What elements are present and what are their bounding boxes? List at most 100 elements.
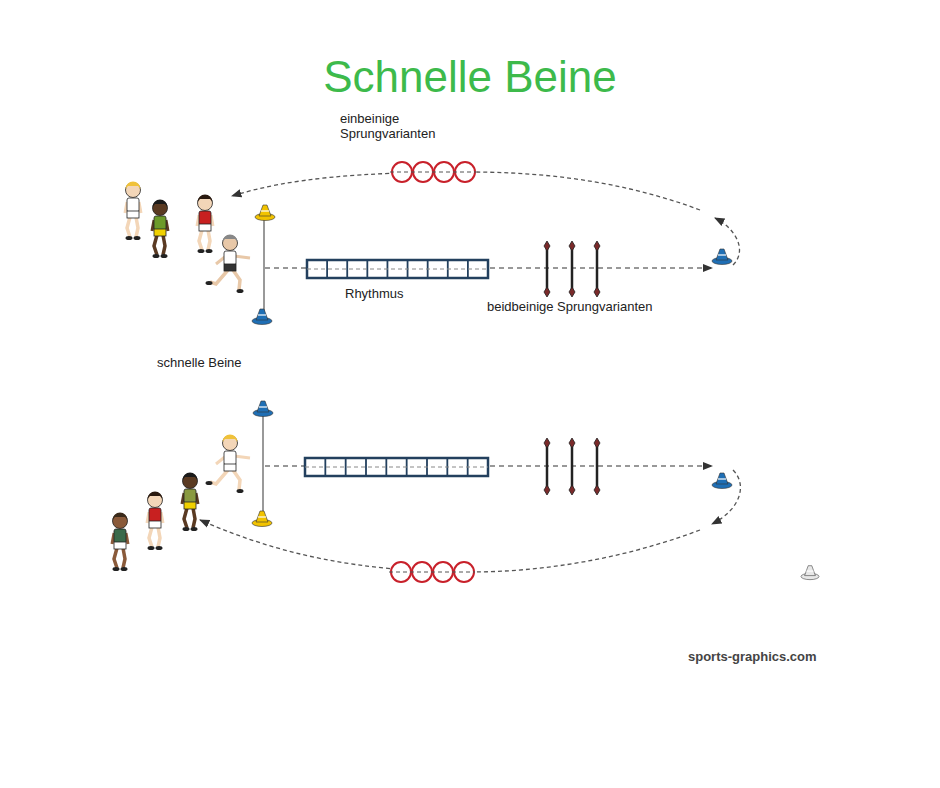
player-figure-part bbox=[123, 548, 125, 568]
player-figure-part bbox=[134, 236, 141, 240]
player-figure-part bbox=[224, 464, 236, 471]
mini-hurdle bbox=[544, 438, 550, 495]
player-figure-part bbox=[154, 216, 166, 230]
player-figure-part bbox=[158, 527, 160, 547]
ring-part bbox=[454, 562, 474, 582]
agility-ladder bbox=[307, 260, 488, 278]
ring-part bbox=[455, 162, 475, 182]
player-figure-part bbox=[199, 211, 211, 225]
player-figure-part bbox=[153, 201, 168, 216]
mini-hurdle-part bbox=[546, 246, 549, 292]
drill-name: schnelle Beine bbox=[157, 356, 242, 371]
player-figure-part bbox=[148, 546, 155, 550]
top-course-part bbox=[390, 172, 476, 173]
player-figure-part bbox=[237, 289, 244, 293]
player-figure-part bbox=[149, 527, 152, 547]
ring-part bbox=[392, 162, 412, 182]
cone bbox=[712, 249, 732, 265]
mini-hurdle-part bbox=[569, 241, 575, 251]
player-figure-part bbox=[127, 217, 130, 237]
player-figure-part bbox=[210, 270, 228, 284]
mini-hurdle-part bbox=[596, 443, 599, 490]
station-label: einbeinige Sprungvarianten bbox=[340, 112, 450, 142]
player-figure-part bbox=[184, 489, 196, 503]
mini-hurdle bbox=[594, 241, 600, 297]
player-figure-part bbox=[184, 502, 196, 509]
generated-equipment bbox=[112, 182, 819, 580]
player-figure-part bbox=[154, 229, 166, 236]
player-figure-part bbox=[148, 493, 163, 508]
cone-part bbox=[718, 478, 726, 479]
mini-hurdle-part bbox=[544, 485, 550, 495]
player-figure-part bbox=[114, 529, 126, 543]
player-figure bbox=[147, 492, 163, 551]
cone bbox=[255, 205, 275, 221]
player-figure-part bbox=[199, 230, 202, 250]
player-figure-part bbox=[127, 198, 139, 212]
player-figure bbox=[112, 513, 128, 572]
player-figure-part bbox=[113, 513, 128, 521]
player-figure-part bbox=[148, 492, 163, 500]
player-figure-part bbox=[153, 254, 160, 258]
player-figure-part bbox=[126, 236, 133, 240]
player-figure bbox=[182, 473, 198, 532]
cone-part bbox=[256, 511, 268, 522]
top-course-part bbox=[715, 218, 740, 265]
agility-ladder-part bbox=[305, 467, 488, 468]
player-figure-part bbox=[183, 474, 198, 489]
agility-ladder-part bbox=[307, 260, 488, 278]
mini-hurdle-part bbox=[571, 443, 574, 490]
mini-hurdle-part bbox=[569, 438, 575, 448]
agility-ladder-part bbox=[326, 260, 328, 278]
mini-hurdle-part bbox=[569, 287, 575, 297]
player-figure-part bbox=[163, 235, 165, 255]
player-figure-part bbox=[156, 546, 163, 550]
player-figure-part bbox=[153, 200, 168, 208]
player-figure-part bbox=[154, 235, 157, 255]
player-figure-part bbox=[126, 182, 141, 190]
agility-ladder bbox=[305, 458, 488, 476]
cone bbox=[712, 473, 732, 489]
mini-hurdle bbox=[594, 438, 600, 495]
player-figure-part bbox=[224, 451, 236, 465]
agility-ladder-part bbox=[324, 458, 326, 476]
player-figure-part bbox=[223, 235, 238, 243]
cone-part bbox=[805, 566, 816, 576]
top-course-part bbox=[263, 218, 265, 316]
cone-part bbox=[806, 571, 813, 572]
player-figure-part bbox=[208, 230, 210, 250]
player-figure-part bbox=[193, 508, 195, 528]
cone-part bbox=[258, 516, 266, 517]
cone-part bbox=[256, 309, 268, 320]
player-figure-part bbox=[223, 435, 238, 443]
ring-part bbox=[391, 562, 411, 582]
mini-hurdle-part bbox=[594, 485, 600, 495]
cone-part bbox=[258, 314, 266, 315]
player-figure-part bbox=[233, 270, 240, 290]
player-figure-part bbox=[233, 470, 240, 490]
mini-hurdle-part bbox=[544, 241, 550, 251]
agility-ladder-part bbox=[307, 269, 488, 270]
cone-part bbox=[259, 205, 271, 216]
ring-part bbox=[434, 162, 454, 182]
mini-hurdle bbox=[569, 241, 575, 297]
player-figure-part bbox=[223, 236, 238, 251]
bottom-course-part bbox=[389, 572, 475, 573]
cone-part bbox=[718, 254, 726, 255]
player-figure bbox=[206, 235, 251, 294]
player-figure-part bbox=[198, 195, 213, 203]
mini-hurdle-part bbox=[596, 246, 599, 292]
cone-part bbox=[716, 249, 728, 260]
mini-hurdle-part bbox=[594, 241, 600, 251]
player-figure-part bbox=[161, 254, 168, 258]
player-figure bbox=[197, 195, 213, 254]
player-figure-part bbox=[206, 249, 213, 253]
player-figure-part bbox=[114, 542, 126, 549]
cone bbox=[253, 401, 273, 417]
mini-hurdle-part bbox=[544, 287, 550, 297]
ring-part bbox=[433, 562, 453, 582]
player-figure-part bbox=[210, 470, 228, 484]
agility-ladder-part bbox=[345, 458, 347, 476]
cone-part bbox=[261, 210, 269, 211]
